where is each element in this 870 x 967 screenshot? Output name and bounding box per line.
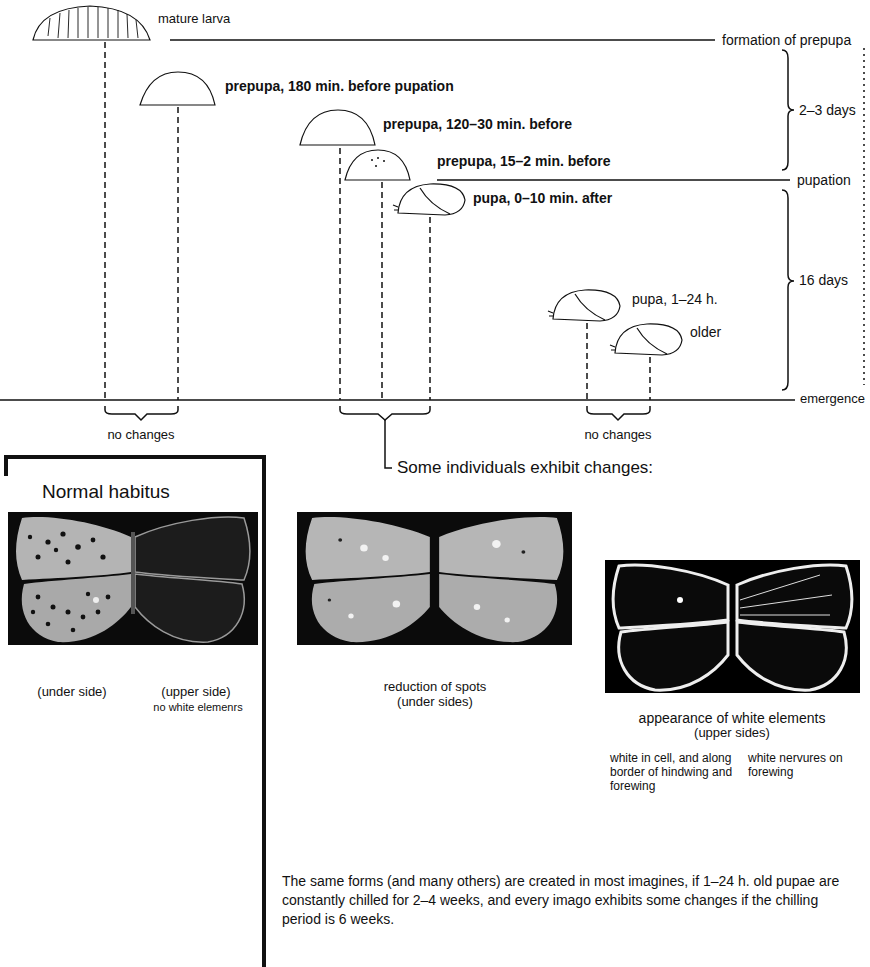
stage-label: mature larva (158, 12, 230, 27)
photo-caption: (upper side) (161, 685, 230, 700)
event-label: formation of prepupa (722, 32, 851, 48)
stage-label: older (690, 324, 721, 340)
stage-label: pupa, 0–10 min. after (473, 190, 612, 206)
photo-caption: (under side) (37, 685, 106, 700)
note-paragraph: The same forms (and many others) are cre… (282, 872, 860, 929)
result-label: no changes (107, 428, 174, 443)
photo-caption: (under sides) (397, 695, 473, 710)
normal-butterfly-photo (8, 512, 258, 645)
photo-note: white nervures on forewing (748, 752, 858, 780)
reduced-spots-photo (297, 512, 572, 645)
stage-drop-lines (105, 42, 650, 400)
photo-caption: reduction of spots (384, 680, 487, 695)
duration-label: 2–3 days (799, 102, 856, 118)
event-label: emergence (800, 392, 865, 407)
photo-caption: (upper sides) (694, 726, 770, 741)
stage-icons (33, 6, 682, 355)
duration-label: 16 days (799, 272, 848, 288)
stage-label: pupa, 1–24 h. (632, 291, 718, 307)
event-label: pupation (797, 172, 851, 188)
photo-note: white in cell, and along border of hindw… (610, 752, 735, 793)
photo-caption: appearance of white elements (639, 710, 826, 726)
panel-heading: Normal habitus (42, 481, 170, 503)
white-elements-photo (605, 560, 860, 693)
panel-box: Normal habitus (under side) (upper side)no… (4, 455, 266, 967)
photo-note: no white elemenrs (153, 701, 242, 714)
result-label: no changes (584, 428, 651, 443)
timeline-lines (0, 40, 864, 400)
stage-label: prepupa, 180 min. before pupation (225, 78, 454, 94)
result-heading: Some individuals exhibit changes: (397, 458, 653, 478)
stage-label: prepupa, 120–30 min. before (383, 116, 572, 132)
stage-label: prepupa, 15–2 min. before (437, 153, 611, 169)
period-braces (782, 50, 794, 390)
